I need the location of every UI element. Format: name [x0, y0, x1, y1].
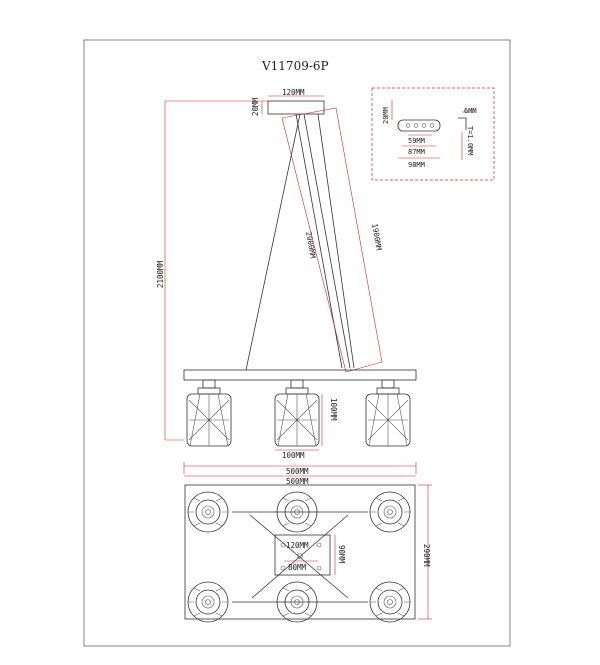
plan-shade-2 [276, 491, 318, 533]
detail-canopy-plate [397, 119, 441, 132]
front-shade-left [186, 379, 232, 447]
rod-length-label: 1900MM [370, 223, 384, 252]
detail-box [371, 87, 495, 181]
plan-shade-1 [187, 491, 229, 533]
detail-middle-label: 87MM [408, 148, 425, 156]
canopy-width-label: 120MM [282, 88, 305, 97]
rod-dimension-outline [281, 107, 383, 373]
front-elevation: 120MM 20MM 2100MM 2000MM 1900MM [156, 88, 417, 486]
detail-inner-label: 59MM [408, 137, 425, 145]
suspension-cable-left [245, 113, 301, 371]
main-bar [183, 369, 417, 381]
depth-label: 290MM [422, 544, 431, 567]
bar-length-label-a: 500MM [286, 467, 309, 476]
canopy-height-label: 20MM [251, 97, 260, 116]
front-shade-right [365, 379, 411, 447]
plan-shade-4 [187, 581, 229, 623]
detail-slot-label: 6MM [464, 107, 477, 115]
plan-frame [184, 484, 416, 620]
cable-length-label: 2000MM [304, 231, 318, 260]
detail-outer-label: 98MM [408, 161, 425, 169]
plate-depth-label: 90MM [337, 545, 346, 564]
detail-thickness-label: T=1.0MM [466, 126, 474, 156]
canopy-detail-view: 20MM 59MM 87MM 98MM 6MM T=1.0MM [371, 87, 495, 181]
plate-width-label: 120MM [286, 541, 309, 550]
plan-view: 120MM 80MM 90MM 290MM [184, 484, 432, 623]
shade-width-label: 100MM [282, 451, 305, 460]
plan-shade-6 [369, 581, 411, 623]
total-height-label: 2100MM [156, 260, 165, 288]
plan-shade-3 [369, 491, 411, 533]
suspension-rod [303, 113, 351, 369]
detail-height-label: 20MM [382, 107, 390, 124]
bar-length-label-b: 500MM [286, 477, 309, 486]
drawing-frame [83, 39, 511, 647]
mounting-plate [274, 534, 331, 576]
plan-shade-5 [276, 581, 318, 623]
model-title: V11709-6P [261, 59, 329, 73]
shade-height-label: 100MM [329, 398, 338, 421]
front-shade-center [274, 379, 320, 447]
hole-spacing-label: 80MM [288, 563, 307, 572]
